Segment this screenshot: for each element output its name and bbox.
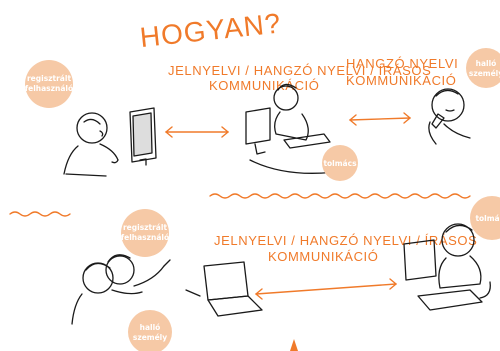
voice-label-line1: HANGZÓ NYELVI [346, 56, 458, 71]
wavy-divider [9, 193, 471, 217]
registered-user-bubble-top: regisztrált felhasználó [25, 60, 73, 108]
interpreter-figure-top [245, 83, 351, 174]
hearing-person-top-line1: halló [476, 59, 497, 68]
mode-label-bottom-line2: KOMMUNIKÁCIÓ [268, 249, 378, 264]
people-figures-bottom [71, 254, 171, 325]
hearing-person-bubble-top: halló személy [466, 48, 500, 88]
registered-user-label-line1: regisztrált [27, 74, 71, 83]
registered-user-figure-top [63, 112, 119, 177]
hearing-person-bottom-line1: halló [140, 323, 161, 332]
title: HOGYAN? [138, 7, 282, 53]
hearing-person-bottom-line2: személy [133, 333, 167, 342]
hearing-person-top-line2: személy [469, 69, 500, 78]
pointer-marker [290, 339, 298, 351]
hearing-person-figure-top [428, 88, 471, 145]
hearing-person-bubble-bottom: halló személy [128, 310, 172, 351]
registered-user-bubble-bottom: regisztrált felhasználó [121, 209, 169, 257]
mode-label-top-line2: KOMMUNIKÁCIÓ [209, 78, 319, 93]
registered-user-bottom-line1: regisztrált [123, 223, 167, 232]
interpreter-bubble-bottom: tolmács [470, 196, 500, 240]
arrow-interpreter-hearing-top [348, 112, 412, 126]
monitor-icon-top-left [129, 107, 157, 166]
registered-user-label-line2: felhasználó [25, 84, 73, 93]
voice-label-line2: KOMMUNIKÁCIÓ [346, 73, 456, 88]
interpreter-bubble-top: tolmács [322, 145, 358, 181]
mode-label-top-line1: JELNYELVI / HANGZÓ NYELVI / ÍRÁSOS [168, 63, 431, 78]
interpreter-label-bottom: tolmács [475, 214, 500, 223]
arrow-user-interpreter-top [164, 126, 230, 138]
registered-user-bottom-line2: felhasználó [121, 233, 169, 242]
laptop-icon-bottom [185, 261, 263, 317]
interpreter-figure-bottom [403, 223, 491, 311]
arrow-user-interpreter-bottom [254, 278, 398, 300]
interpreter-label-top: tolmács [323, 159, 357, 168]
mode-label-bottom-line1: JELNYELVI / HANGZÓ NYELVI / ÍRÁSOS [214, 233, 477, 248]
